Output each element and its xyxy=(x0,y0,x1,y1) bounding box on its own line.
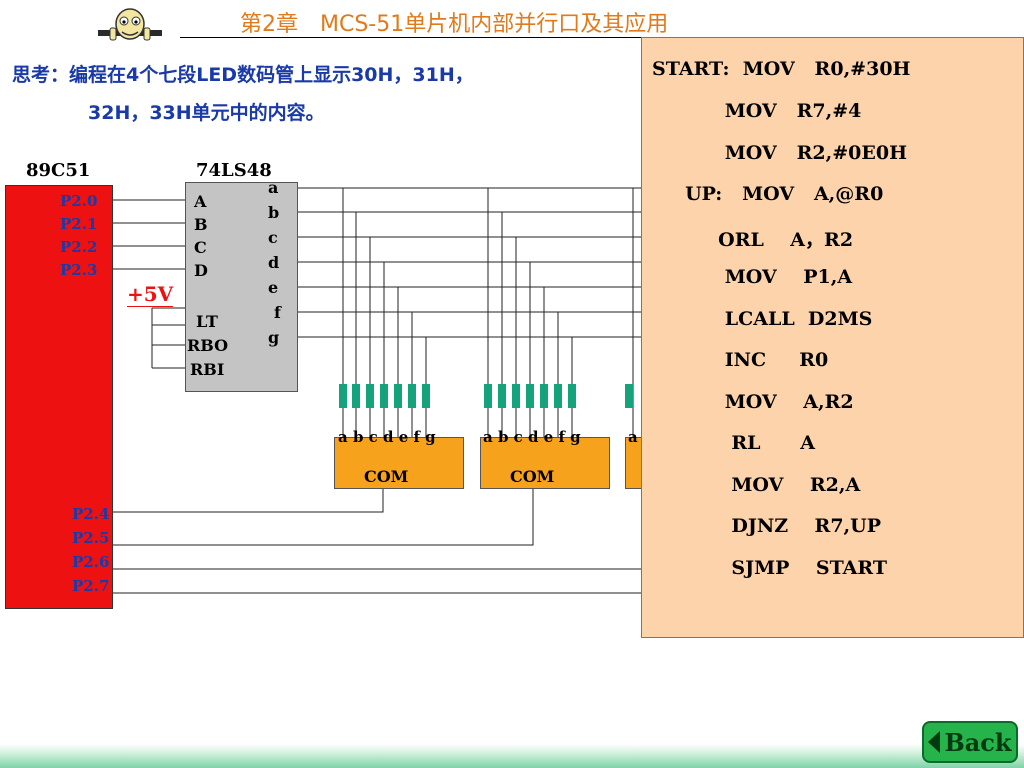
segment-led xyxy=(526,384,534,408)
decoder-rbo-pin: RBO xyxy=(187,336,229,355)
code-line: RL A xyxy=(652,432,815,454)
decoder-input-d: D xyxy=(194,261,208,280)
back-button[interactable]: Back xyxy=(922,721,1018,763)
display-1-segments: a b c d e f g xyxy=(338,428,436,446)
code-line: DJNZ R7,UP xyxy=(652,515,882,537)
decoder-lt-pin: LT xyxy=(196,312,218,331)
segment-led xyxy=(540,384,548,408)
decoder-input-a: A xyxy=(194,192,207,211)
code-line: MOV R2,#0E0H xyxy=(652,142,908,164)
code-line: SJMP START xyxy=(652,557,888,579)
decoder-output-f: f xyxy=(274,303,281,322)
segment-led xyxy=(408,384,416,408)
decoder-chip xyxy=(185,182,298,392)
code-panel xyxy=(641,37,1024,638)
code-line: MOV R7,#4 xyxy=(652,100,862,122)
segment-led xyxy=(352,384,360,408)
code-line: MOV P1,A xyxy=(652,266,853,288)
pin-p2-5: P2.5 xyxy=(72,529,110,547)
pin-p2-1: P2.1 xyxy=(60,215,98,233)
supply-underline xyxy=(127,306,173,307)
code-line: MOV R2,A xyxy=(652,474,861,496)
display-2-com: COM xyxy=(510,467,555,486)
display-1-com: COM xyxy=(364,467,409,486)
code-line: LCALL D2MS xyxy=(652,308,873,330)
decoder-input-c: C xyxy=(194,238,207,257)
segment-led xyxy=(625,384,633,408)
decoder-output-a: a xyxy=(268,178,279,197)
code-line: START: MOV R0,#30H xyxy=(652,58,911,80)
mcu-label: 89C51 xyxy=(26,160,91,181)
mascot-logo-icon xyxy=(98,8,162,41)
decoder-input-b: B xyxy=(194,215,208,234)
segment-led xyxy=(339,384,347,408)
decoder-output-b: b xyxy=(268,203,280,222)
segment-led xyxy=(422,384,430,408)
decoder-output-g: g xyxy=(268,328,280,347)
segment-led xyxy=(380,384,388,408)
display-3-segments: a xyxy=(628,428,638,446)
pin-p2-6: P2.6 xyxy=(72,553,110,571)
footer-bar xyxy=(0,744,1024,768)
pin-p2-3: P2.3 xyxy=(60,261,98,279)
display-2-segments: a b c d e f g xyxy=(483,428,581,446)
segment-led xyxy=(554,384,562,408)
decoder-output-d: d xyxy=(268,253,280,272)
slide-title: 第2章 MCS-51单片机内部并行口及其应用 xyxy=(240,12,669,37)
question-line-2: 32H，33H单元中的内容。 xyxy=(88,102,325,124)
back-button-label: Back xyxy=(944,727,1012,757)
decoder-output-c: c xyxy=(268,228,278,247)
code-line: UP: MOV A,@R0 xyxy=(652,183,884,205)
mcu-chip xyxy=(5,185,113,609)
code-line: ORL A，R2 xyxy=(652,229,854,251)
pin-p2-4: P2.4 xyxy=(72,505,110,523)
code-line: INC R0 xyxy=(652,349,829,371)
supply-label: +5V xyxy=(127,282,174,306)
segment-led xyxy=(484,384,492,408)
decoder-output-e: e xyxy=(268,278,279,297)
question-line-1: 思考：编程在4个七段LED数码管上显示30H，31H， xyxy=(12,64,474,86)
title-divider xyxy=(180,37,948,38)
decoder-rbi-pin: RBI xyxy=(190,360,225,379)
segment-led xyxy=(366,384,374,408)
decoder-label: 74LS48 xyxy=(196,160,272,181)
code-line: MOV A,R2 xyxy=(652,391,854,413)
back-arrow-icon xyxy=(928,731,941,753)
pin-p2-2: P2.2 xyxy=(60,238,98,256)
seven-segment-display-1 xyxy=(334,437,464,489)
segment-led xyxy=(498,384,506,408)
pin-p2-0: P2.0 xyxy=(60,192,98,210)
pin-p2-7: P2.7 xyxy=(72,577,110,595)
segment-led xyxy=(394,384,402,408)
seven-segment-display-2 xyxy=(480,437,610,489)
segment-led xyxy=(568,384,576,408)
segment-led xyxy=(512,384,520,408)
